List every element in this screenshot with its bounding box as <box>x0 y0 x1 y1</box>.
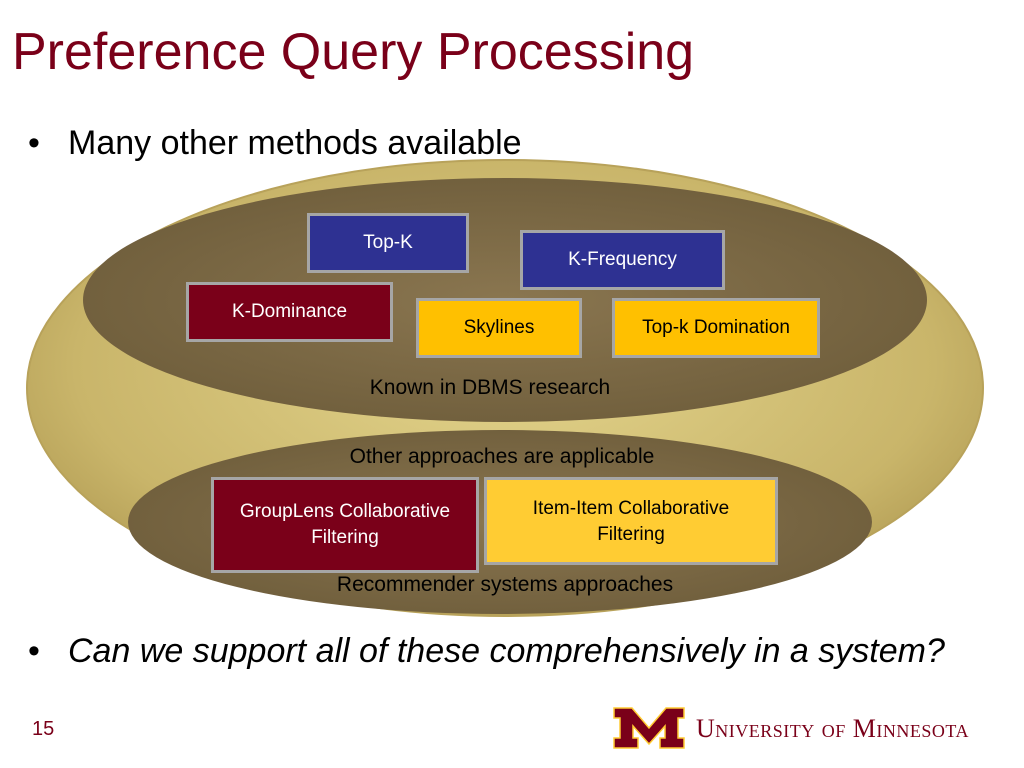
method-box-top-k-domination: Top-k Domination <box>612 298 820 358</box>
bullet-dot-icon: • <box>28 124 40 162</box>
university-logo: University of Minnesota <box>612 706 1012 752</box>
bullet-dot-icon: • <box>28 632 40 670</box>
method-box-skylines: Skylines <box>416 298 582 358</box>
bullet-text: Many other methods available <box>68 124 522 162</box>
bullet-item: • Many other methods available <box>28 124 728 168</box>
method-box-k-frequency: K-Frequency <box>520 230 725 290</box>
dbms-group-label: Known in DBMS research <box>369 376 611 399</box>
method-box-k-dominance: K-Dominance <box>186 282 393 342</box>
page-number: 15 <box>32 718 55 740</box>
university-wordmark: University of Minnesota <box>696 714 969 743</box>
slide-title: Preference Query Processing <box>12 23 695 81</box>
block-m-icon <box>613 707 685 749</box>
method-box-top-k: Top-K <box>307 213 469 273</box>
bullet-item: • Can we support all of these comprehens… <box>28 632 988 722</box>
bridge-label: Other approaches are applicable <box>349 445 655 468</box>
recommender-group-label: Recommender systems approaches <box>336 573 674 596</box>
method-box-item-item: Item-Item Collaborative Filtering <box>484 477 778 565</box>
method-box-grouplens: GroupLens Collaborative Filtering <box>211 477 479 573</box>
bullet-text: Can we support all of these comprehensiv… <box>68 632 945 670</box>
